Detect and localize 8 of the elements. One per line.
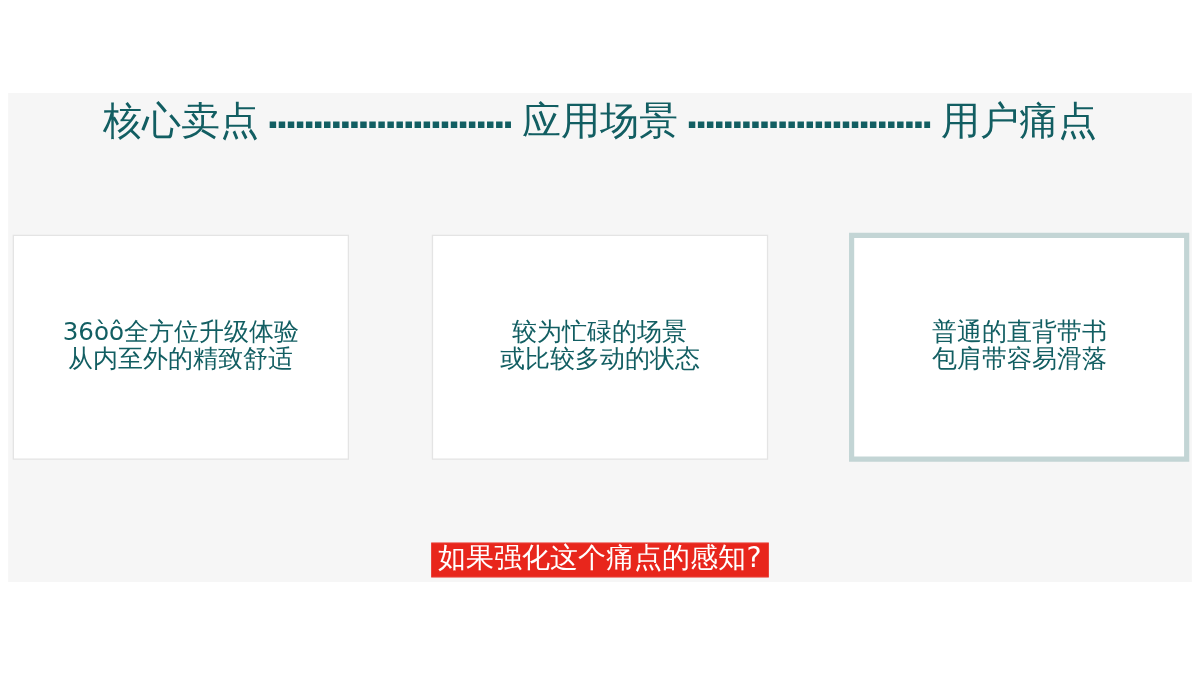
label: 如果强化这个痛点的感知?: [438, 541, 762, 575]
node-text: 用户痛点: [941, 98, 1098, 144]
node-box: 普通的直背带书包肩带容易滑落: [849, 232, 1190, 462]
node-text: 核心卖点: [102, 98, 259, 144]
connector: [688, 121, 931, 128]
node-box: 36òô全方位升级体验从内至外的精致舒适: [12, 234, 350, 460]
node-box: 较为忙碌的场景或比较多动的状态: [431, 234, 769, 460]
node-text: 应用场景: [522, 98, 678, 144]
